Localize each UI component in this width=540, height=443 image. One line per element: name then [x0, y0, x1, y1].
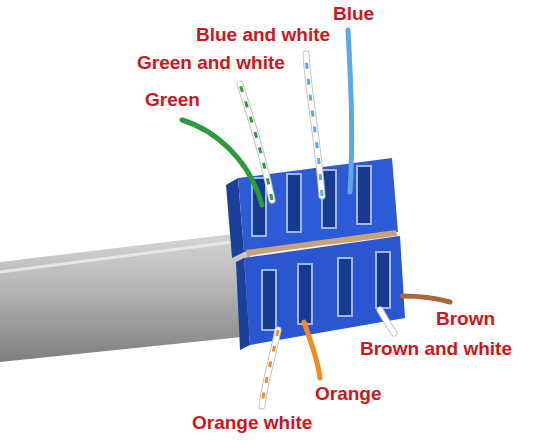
brown-wire	[402, 296, 450, 302]
orange-white-wire-edge	[262, 330, 278, 406]
cable-jacket	[0, 232, 262, 362]
wire-label: Orange white	[192, 412, 312, 434]
orange-white-stripe	[262, 330, 278, 406]
wire-label: Brown	[436, 308, 495, 330]
green-wire	[182, 120, 262, 205]
idc-slot	[338, 258, 352, 316]
blue-white-wire-edge	[306, 54, 322, 196]
wire-label: Orange	[315, 383, 382, 405]
wire-label: Green	[145, 89, 200, 111]
brown-white-wire	[380, 310, 394, 333]
idc-slot	[298, 264, 312, 324]
idc-slot	[322, 170, 336, 228]
brown-white-wire-edge	[380, 310, 394, 333]
wire-label: Blue	[333, 3, 374, 25]
blue-white-stripe	[306, 54, 322, 196]
idc-slot	[357, 166, 371, 224]
orange-white-wire	[262, 330, 278, 406]
jack-bottom-module	[244, 236, 405, 345]
blue-wire	[348, 30, 352, 192]
green-white-wire-edge	[240, 84, 272, 200]
green-white-wire	[240, 84, 272, 200]
cable-highlight	[0, 240, 248, 272]
idc-slot	[376, 252, 390, 308]
orange-wire	[304, 322, 320, 378]
green-white-stripe	[240, 84, 272, 200]
wire-label: Green and white	[137, 52, 285, 74]
wire-label: Blue and white	[196, 24, 330, 46]
idc-slot	[262, 270, 276, 330]
blue-white-wire	[306, 54, 322, 196]
wire-label: Brown and white	[360, 338, 512, 360]
idc-slot	[287, 174, 301, 232]
